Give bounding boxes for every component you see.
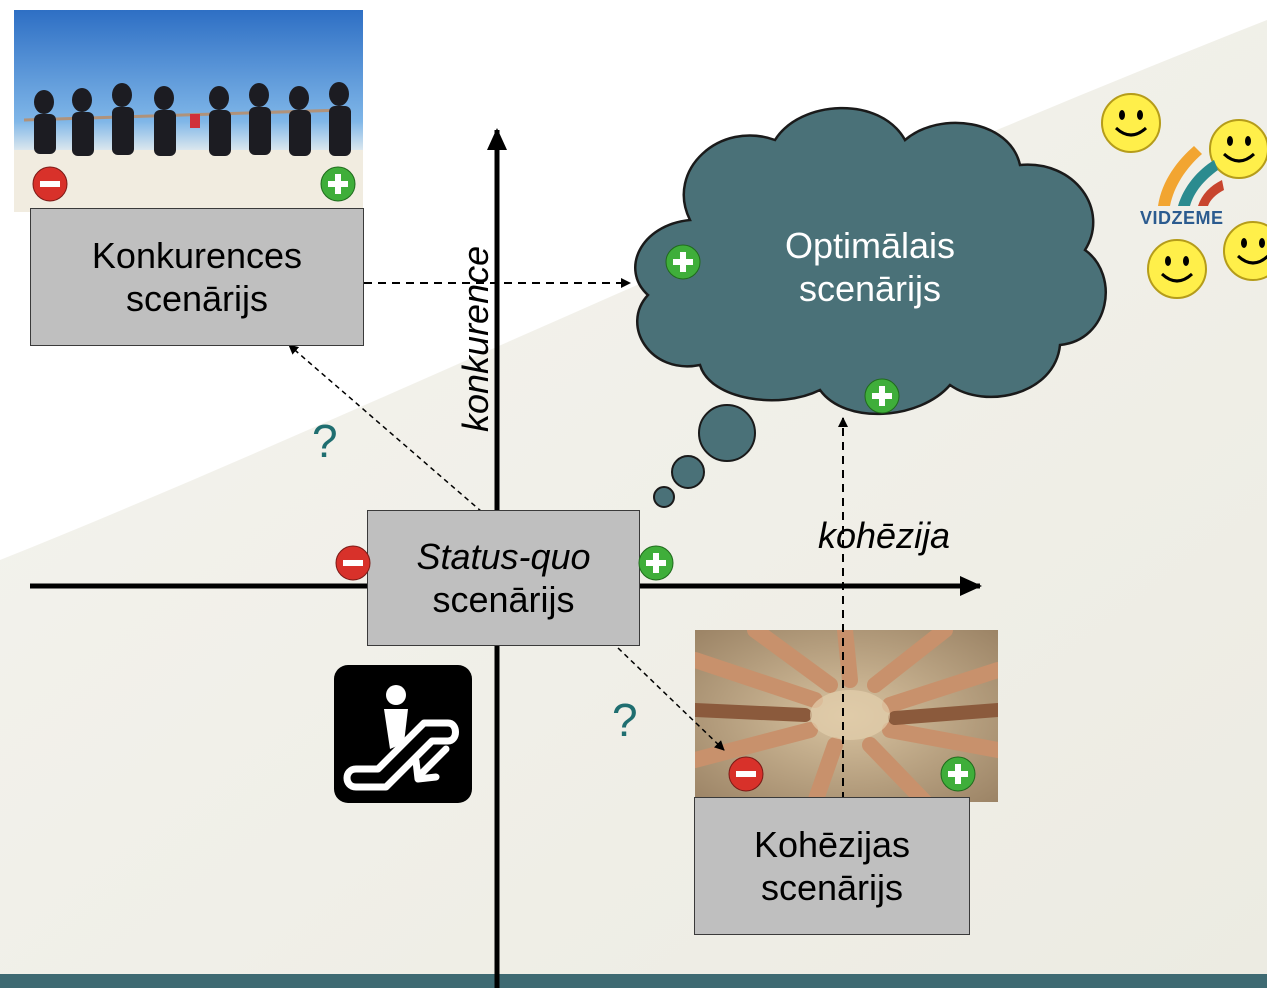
status-quo-scenario-line2: scenārijs [432, 579, 575, 620]
smiley-icon [1147, 239, 1207, 299]
minus-icon [335, 545, 371, 581]
x-axis-label: kohēzija [818, 515, 951, 556]
optimal-scenario-line1: Optimālais [784, 225, 956, 266]
cohesion-scenario-box: Kohēzijas scenārijs [694, 797, 970, 935]
optimal-scenario-label: Optimālais scenārijs [735, 224, 1005, 310]
cohesion-scenario-line2: scenārijs [760, 867, 904, 908]
plus-icon [864, 378, 900, 414]
plus-icon [940, 756, 976, 792]
optimal-scenario-line2: scenārijs [798, 268, 942, 310]
tug-of-war-photo [14, 10, 363, 212]
vidzeme-logo-text: VIDZEME [1140, 208, 1224, 228]
question-mark-lower: ? [612, 694, 638, 746]
status-quo-scenario-line1: Status-quo [416, 535, 591, 577]
competition-scenario-box: Konkurences scenārijs [30, 208, 364, 346]
vidzeme-logo: VIDZEME [1140, 140, 1267, 240]
competition-scenario-line2: scenārijs [125, 278, 269, 319]
y-axis-label: konkurence [455, 245, 496, 432]
escalator-down-icon [334, 665, 472, 803]
footer-bar [0, 974, 1267, 988]
competition-scenario-line1: Konkurences [91, 234, 303, 276]
arrow-statusquo-to-competition [288, 344, 483, 513]
minus-icon [728, 756, 764, 792]
plus-icon [638, 545, 674, 581]
smiley-icon [1101, 93, 1161, 153]
arrow-statusquo-to-cohesion [617, 647, 725, 751]
plus-icon [320, 166, 356, 202]
question-mark-upper: ? [312, 415, 338, 467]
optimal-cloud-shape [634, 106, 1107, 416]
minus-icon [32, 166, 68, 202]
thought-bubble-medium [671, 455, 705, 489]
cohesion-scenario-line1: Kohēzijas [753, 823, 911, 865]
smiley-icon [1223, 221, 1267, 281]
status-quo-scenario-box: Status-quo scenārijs [367, 510, 640, 646]
smiley-icon [1209, 119, 1267, 179]
thought-bubble-small [653, 486, 675, 508]
thought-bubble-large [698, 404, 756, 462]
plus-icon [665, 244, 701, 280]
